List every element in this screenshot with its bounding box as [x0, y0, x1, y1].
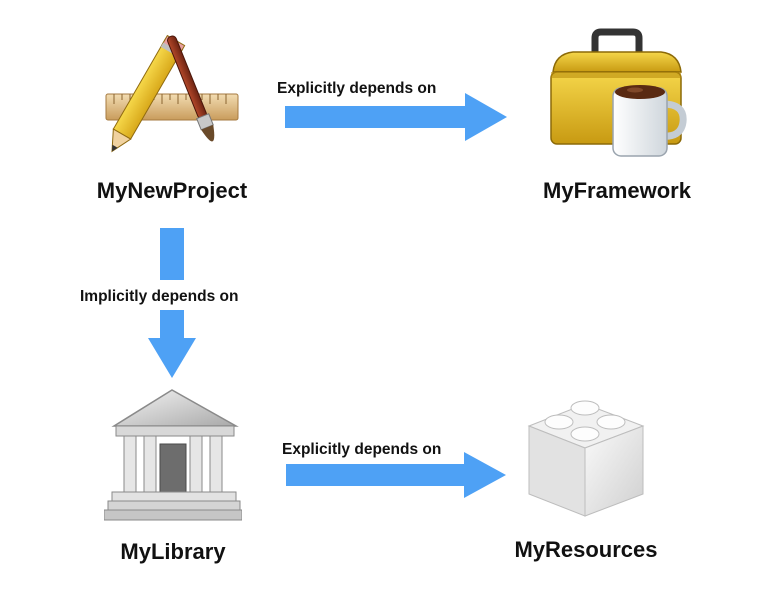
right-arrow-icon	[285, 93, 507, 141]
edge-label-project-library: Implicitly depends on	[80, 288, 239, 305]
node-label-mylibrary: MyLibrary	[120, 539, 226, 564]
right-arrow-icon	[286, 452, 506, 498]
node-label-myresources: MyResources	[514, 537, 658, 562]
lego-block-icon	[521, 386, 651, 520]
edge-label-library-resources: Explicitly depends on	[282, 441, 442, 458]
node-label-myframework: MyFramework	[543, 178, 691, 203]
toolbox-coffee-icon	[543, 28, 691, 160]
node-label-mynewproject: MyNewProject	[96, 178, 248, 203]
library-building-icon	[103, 386, 243, 522]
down-arrow-upper-segment	[160, 228, 184, 280]
xcode-app-icon	[104, 30, 240, 162]
edge-label-project-framework: Explicitly depends on	[277, 80, 437, 97]
down-arrow-icon	[148, 310, 196, 378]
